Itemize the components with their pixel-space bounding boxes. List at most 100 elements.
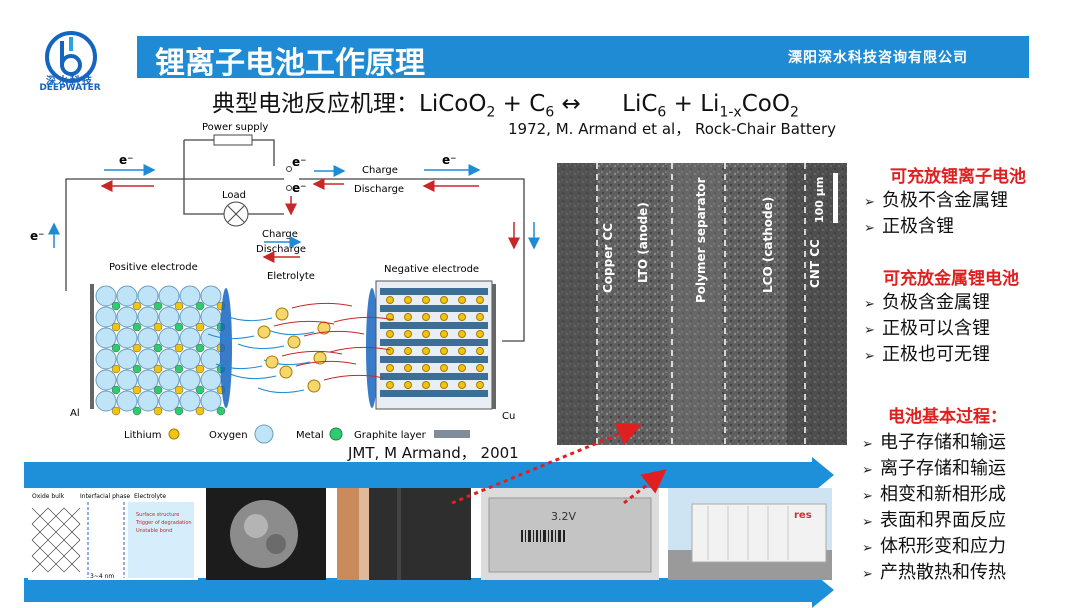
- list-item: ➢表面和界面反应: [862, 506, 1006, 532]
- scale-arrow-top: [24, 462, 814, 488]
- cell-voltage-text: 3.2V: [551, 510, 576, 523]
- graphite-layer: [380, 339, 488, 346]
- company-logo: [45, 31, 97, 83]
- thumb-text: Surface structure: [136, 512, 179, 518]
- lattice-atom: [174, 385, 184, 395]
- lithium-atom: [422, 313, 430, 321]
- lattice-atom: [195, 301, 205, 311]
- arrow-bullet-icon: ➢: [862, 515, 873, 530]
- list-item: ➢负极不含金属锂: [864, 186, 1008, 212]
- oxygen-atom: [116, 348, 138, 370]
- ion-path-line: [225, 315, 273, 322]
- oxygen-atom: [95, 369, 117, 391]
- list-item: ➢产热散热和传热: [862, 558, 1006, 584]
- scale-arrow-bottom: [24, 578, 814, 602]
- oxygen-atom: [137, 390, 159, 412]
- list-item-text: 相变和新相形成: [880, 484, 1006, 505]
- oxygen-atom: [158, 390, 180, 412]
- ion-path-line: [291, 302, 353, 309]
- lithium-atom: [404, 364, 412, 372]
- lattice-atom: [132, 343, 142, 353]
- lattice-atom: [111, 343, 121, 353]
- sem-label-cnt-cc: CNT CC: [808, 239, 822, 288]
- cu-label: Cu: [502, 411, 515, 422]
- legend-metal: Metal: [296, 430, 324, 441]
- lattice-atom: [111, 385, 121, 395]
- lattice-atom: [195, 343, 205, 353]
- lithium-atom: [476, 330, 484, 338]
- oxygen-atom: [179, 306, 201, 328]
- particle-sem-image: [206, 488, 326, 580]
- list-item: ➢体积形变和应力: [862, 532, 1006, 558]
- lattice-atom: [132, 364, 142, 374]
- lattice-atom: [153, 343, 163, 353]
- lattice-atom: [132, 322, 142, 332]
- arrow-head-icon: [812, 572, 834, 608]
- lithium-ion: [265, 355, 279, 369]
- lithium-ion: [287, 335, 301, 349]
- ion-path-line: [229, 373, 277, 380]
- lithium-atom: [476, 296, 484, 304]
- lithium-atom: [404, 330, 412, 338]
- oxygen-atom: [95, 327, 117, 349]
- list-item-text: 负极含金属锂: [882, 292, 990, 313]
- ion-path-line: [237, 343, 285, 350]
- al-label: Al: [70, 408, 80, 419]
- oxygen-atom: [116, 285, 138, 307]
- lattice-atom: [195, 322, 205, 332]
- arrow-bullet-icon: ➢: [864, 349, 875, 364]
- lithium-atom: [440, 296, 448, 304]
- logo-cn: 深水科技: [46, 76, 94, 87]
- graphite-layer: [380, 305, 488, 312]
- sem-label-lto: LTO (anode): [636, 202, 650, 283]
- oxygen-atom: [179, 369, 201, 391]
- list-item: ➢电子存储和输运: [862, 428, 1006, 454]
- eq-lhs-a: LiCoO: [419, 91, 487, 117]
- oxygen-atom: [95, 348, 117, 370]
- lattice-atom: [111, 322, 121, 332]
- electron-label: e⁻: [292, 155, 306, 169]
- lithium-atom: [422, 347, 430, 355]
- equation-reference: 1972, M. Armand et al， Rock-Chair Batter…: [508, 120, 837, 138]
- sem-cross-section-image: Copper CC LTO (anode) Polymer separator …: [557, 163, 847, 445]
- legend-graphite: Graphite layer: [354, 430, 427, 441]
- list-item: ➢离子存储和输运: [862, 454, 1006, 480]
- oxygen-atom: [137, 348, 159, 370]
- list-item-text: 离子存储和输运: [880, 458, 1006, 479]
- list-item-text: 正极可以含锂: [882, 318, 990, 339]
- electron-label: e⁻: [442, 153, 456, 167]
- arrow-bullet-icon: ➢: [862, 437, 873, 452]
- graphite-layer: [380, 288, 488, 295]
- legend-lithium: Lithium: [124, 430, 161, 441]
- lattice-atom: [195, 406, 205, 416]
- lithium-atom: [440, 381, 448, 389]
- eq-sub: 6: [657, 104, 667, 121]
- lattice-atom: [153, 322, 163, 332]
- discharge-label: Discharge: [256, 244, 306, 255]
- oxygen-atom: [116, 306, 138, 328]
- legend-oxygen: Oxygen: [209, 430, 248, 441]
- eq-rhs-a: LiC: [622, 91, 658, 117]
- lithium-atom: [458, 330, 466, 338]
- list-item-text: 负极不含金属锂: [882, 190, 1008, 211]
- lattice-atom: [174, 322, 184, 332]
- negative-electrode-label: Negative electrode: [384, 264, 479, 275]
- pouch-cell-photo: 3.2V: [481, 488, 659, 580]
- charge-label: Charge: [362, 165, 398, 176]
- ion-path-line: [281, 350, 343, 357]
- lithium-atom: [422, 381, 430, 389]
- oxygen-atom: [179, 390, 201, 412]
- ion-path-line: [215, 363, 263, 370]
- oxygen-atom: [137, 306, 159, 328]
- lithium-atom: [476, 381, 484, 389]
- oxygen-atom: [179, 327, 201, 349]
- eq-sub: 2: [789, 104, 799, 121]
- lithium-atom: [440, 347, 448, 355]
- graphite-layer: [380, 322, 488, 329]
- oxygen-atom: [158, 285, 180, 307]
- arrow-bullet-icon: ➢: [862, 489, 873, 504]
- lattice-atom: [132, 301, 142, 311]
- discharge-label: Discharge: [354, 184, 404, 195]
- lithium-atom: [404, 347, 412, 355]
- thumb-text: Electrolyte: [134, 493, 166, 500]
